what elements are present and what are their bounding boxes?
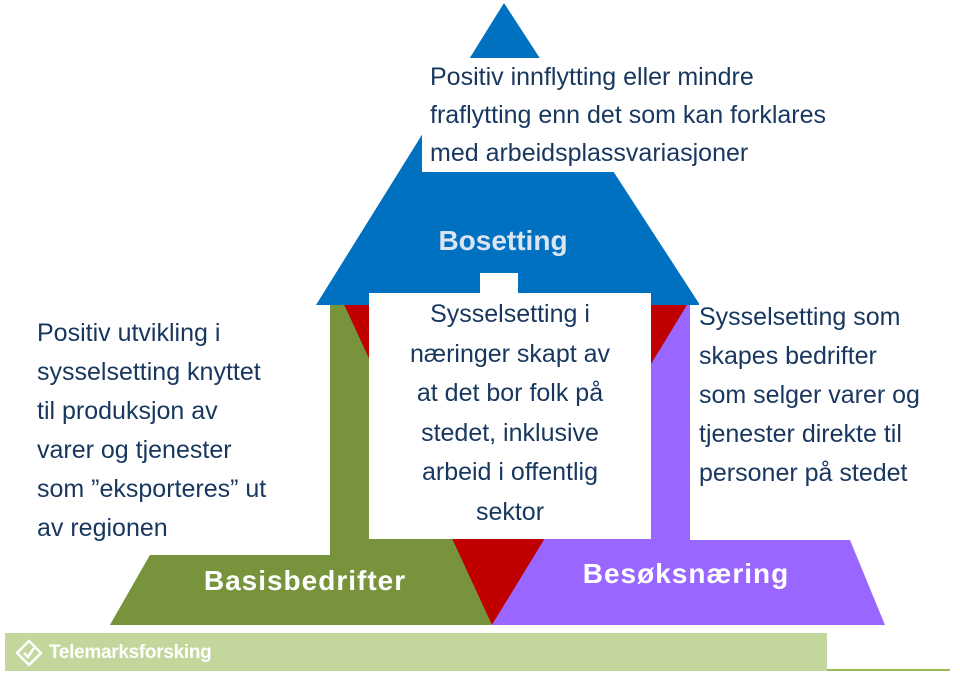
text-line: Positiv innflytting eller mindre <box>430 63 754 91</box>
basisbedrifter-label: Basisbedrifter <box>204 565 406 596</box>
text-line: som ”eksporteres” ut <box>37 475 267 503</box>
text-line: til produksjon av <box>37 397 218 425</box>
text-line: at det bor folk på <box>416 379 604 407</box>
footer-rule <box>827 669 950 671</box>
logo-text: Telemarksforsking <box>49 642 212 663</box>
text-line: Sysselsetting i <box>430 300 590 328</box>
center-description: Sysselsetting i næringer skapt av at det… <box>369 293 651 539</box>
telemarksforsking-logo: Telemarksforsking <box>15 638 212 668</box>
text-line: tjenester direkte til <box>699 420 902 448</box>
text-line: sektor <box>475 497 545 526</box>
text-line: varer og tjenester <box>37 436 232 464</box>
besoksnaering-shape <box>492 300 885 625</box>
text-line: som selger varer og <box>699 381 920 409</box>
text-line: skapes bedrifter <box>699 342 877 370</box>
bosetting-description: Positiv innflytting eller mindre fraflyt… <box>422 58 910 172</box>
bosetting-label: Bosetting <box>438 225 567 256</box>
text-line: stedet, inklusive <box>421 418 599 447</box>
text-line: Sysselsetting som <box>699 303 901 331</box>
footer-bar <box>5 633 827 671</box>
besoksnaering-description: Sysselsetting som skapes bedrifter som s… <box>699 298 960 493</box>
basisbedrifter-description: Positiv utvikling i sysselsetting knytte… <box>37 314 327 548</box>
besoksnaering-label: Besøksnæring <box>583 558 790 589</box>
logo-icon <box>15 639 43 667</box>
text-line: Positiv utvikling i <box>37 319 221 347</box>
text-line: næringer skapt av <box>409 339 611 368</box>
text-line: sysselsetting knyttet <box>37 358 261 386</box>
basisbedrifter-base <box>110 555 330 625</box>
text-line: arbeid i offentlig <box>421 458 599 486</box>
text-line: av regionen <box>37 514 168 542</box>
text-line: med arbeidsplassvariasjoner <box>430 139 749 167</box>
text-line: fraflytting enn det som kan forklares <box>430 101 827 129</box>
text-line: personer på stedet <box>699 459 908 487</box>
